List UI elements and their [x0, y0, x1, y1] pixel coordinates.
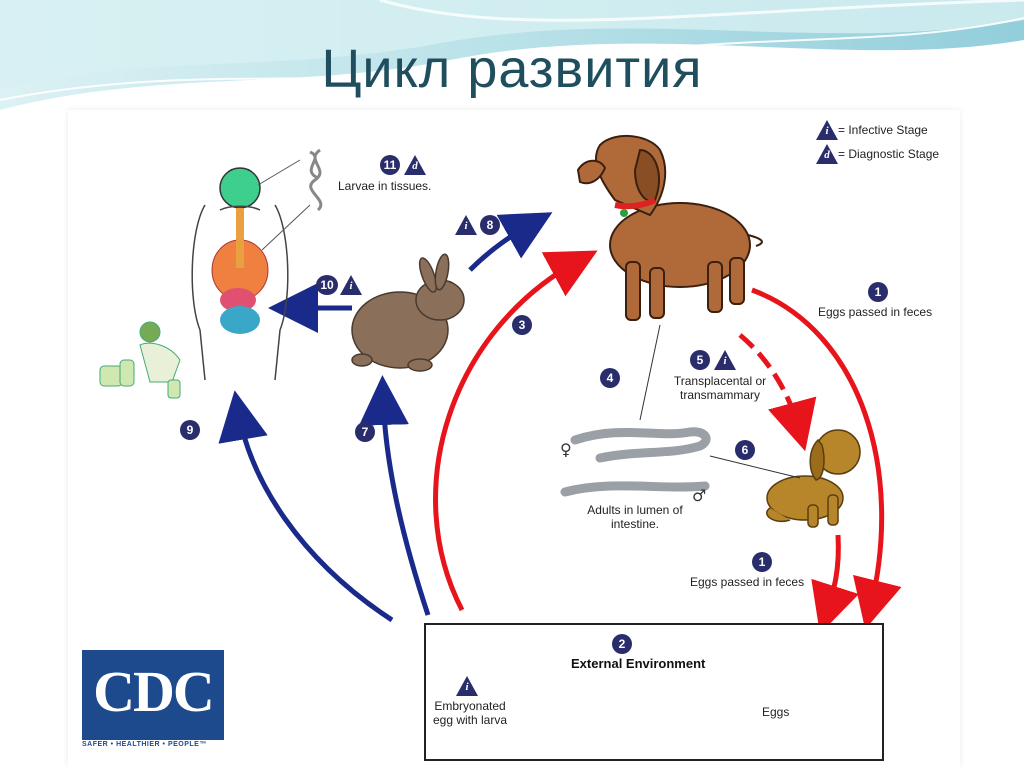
step-4-label: Adults in lumen of intestine.: [587, 503, 683, 531]
step-1-label: Eggs passed in feces: [690, 575, 805, 589]
cdc-logo: CDC: [82, 650, 224, 740]
arrow-transplacental: [738, 333, 817, 452]
male-symbol: ♂: [692, 486, 707, 505]
step-1-badge: 1: [868, 282, 888, 302]
rabbit-illustration: [351, 253, 465, 372]
diagnostic-stage-icon: d: [404, 155, 426, 175]
step-4-badge: 4: [600, 368, 620, 388]
infective-stage-icon: i: [455, 215, 477, 235]
external-environment-title: External Environment: [571, 656, 706, 671]
embryonated-egg-label: Embryonated egg with larva: [432, 699, 508, 727]
step-1-label: Eggs passed in feces: [818, 305, 933, 319]
child-illustration: [99, 321, 181, 399]
infective-stage-icon: i: [714, 350, 736, 370]
arrow-environment-to-human: [218, 390, 394, 623]
step-10-badge: 10: [316, 275, 338, 295]
arrow-environment-to-dog: [433, 250, 598, 612]
slide-title: Цикл развития: [321, 39, 703, 99]
step-7-badge: 7: [355, 422, 375, 442]
female-symbol: ♀: [560, 440, 572, 459]
arrow-puppy-to-environment: [811, 534, 859, 635]
larvae-illustration: [309, 148, 323, 212]
legend-infective-label: = Infective Stage: [838, 123, 928, 137]
puppy-illustration: [766, 429, 861, 528]
adult-worms-illustration: [560, 427, 711, 497]
step-5-label: Transplacental or transmammary: [673, 374, 767, 402]
eggs-label: Eggs: [762, 705, 790, 719]
cdc-tagline: SAFER • HEALTHIER • PEOPLE™: [82, 741, 207, 748]
dog-illustration: [576, 134, 763, 321]
arrow-dog-to-environment: [751, 287, 902, 630]
step-5-badge: 5: [690, 350, 710, 370]
step-2-badge: 2: [612, 634, 632, 654]
step-11-label: Larvae in tissues.: [338, 179, 432, 193]
infective-stage-icon: i: [816, 120, 838, 140]
diagnostic-stage-icon: d: [816, 144, 838, 164]
step-8-badge: 8: [480, 215, 500, 235]
step-6-badge: 6: [735, 440, 755, 460]
arrow-rabbit-to-dog: [468, 212, 553, 272]
step-3-badge: 3: [512, 315, 532, 335]
step-1-badge: 1: [752, 552, 772, 572]
external-environment-box: [424, 623, 884, 761]
infective-stage-icon: i: [456, 676, 478, 696]
legend-diagnostic-label: = Diagnostic Stage: [838, 147, 940, 161]
cdc-logo-text: CDC: [93, 659, 215, 724]
infective-stage-icon: i: [340, 275, 362, 295]
arrow-environment-to-rabbit: [358, 375, 431, 616]
step-9-badge: 9: [180, 420, 200, 440]
step-11-badge: 11: [380, 155, 400, 175]
